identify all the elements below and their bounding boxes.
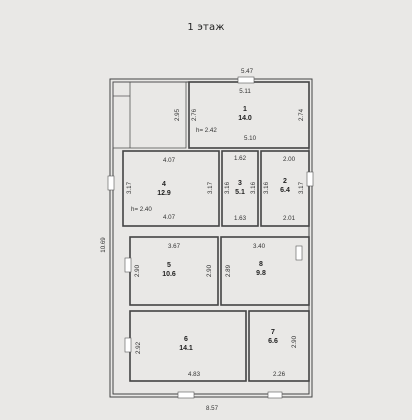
room-2-number: 2 (283, 178, 287, 185)
room-4-top-dim: 4.07 (163, 157, 176, 164)
floor-title: 1 этаж (187, 22, 225, 33)
window-1 (237, 76, 255, 84)
room-3-right-dim: 3.16 (250, 181, 257, 194)
room-2-bottom-dim: 2.01 (283, 215, 296, 222)
room-8-top-dim: 3.40 (253, 243, 266, 250)
room-7-bottom-dim: 2.26 (273, 371, 286, 378)
room-4-area: 12.9 (157, 190, 171, 197)
room-4-bottom-dim: 4.07 (163, 214, 176, 221)
room-4-right-dim: 3.17 (207, 181, 214, 194)
window-4 (124, 257, 132, 273)
window-6 (177, 391, 195, 399)
windows (107, 76, 314, 399)
room-8-left-dim: 2.89 (225, 264, 232, 277)
room-5-left-dim: 2.90 (134, 264, 141, 277)
room-2-top-dim: 2.00 (283, 156, 296, 163)
room-3-left-dim: 3.16 (224, 181, 231, 194)
room-3-area: 5.1 (235, 189, 245, 196)
room-7-right-dim: 2.90 (291, 335, 298, 348)
room-7-walls (248, 310, 310, 382)
room-1-area: 14.0 (238, 115, 252, 122)
room-5-right-dim: 2.90 (206, 264, 213, 277)
room-1-top-dim: 5.11 (239, 88, 251, 95)
window-7 (267, 391, 283, 399)
porch (112, 81, 187, 149)
room-6-bottom-dim: 4.83 (188, 371, 201, 378)
window-8 (295, 245, 303, 261)
room-4-walls (122, 150, 220, 227)
room-3-top-dim: 1.62 (234, 155, 247, 162)
room-1-bottom-dim: 5.10 (244, 135, 257, 142)
room-2-walls (260, 150, 310, 227)
room-4-number: 4 (162, 181, 166, 188)
room-5-number: 5 (167, 262, 171, 269)
outer-left-height: 10.69 (100, 237, 107, 253)
room-3-bottom-dim: 1.63 (234, 215, 247, 222)
room-8-area: 9.8 (256, 270, 266, 277)
room-8-number: 8 (259, 261, 263, 268)
outer-top-width: 5.47 (241, 68, 254, 75)
window-5 (124, 337, 132, 353)
room-1-right-dim: 2.74 (298, 108, 305, 121)
room-4-left-dim: 3.17 (126, 181, 133, 194)
window-2 (306, 171, 314, 187)
room-3-walls (221, 150, 259, 227)
porch-height-dim: 2.95 (174, 108, 181, 121)
outer-bottom-width: 8.57 (206, 405, 219, 412)
room-6-number: 6 (184, 336, 188, 343)
room-1-number: 1 (243, 106, 247, 113)
room-5-top-dim: 3.67 (168, 243, 181, 250)
ceiling-height-porch: h= 2.42 (196, 127, 217, 134)
room-1-left-dim: 2.76 (191, 108, 198, 121)
room-2-left-dim: 3.16 (263, 181, 270, 194)
room-3-number: 3 (238, 180, 242, 187)
window-3 (107, 175, 115, 191)
room-6-left-dim: 2.92 (135, 341, 142, 354)
room-8-walls (220, 236, 310, 306)
room-2-area: 6.4 (280, 187, 290, 194)
room-2-right-dim: 3.17 (298, 181, 305, 194)
ceiling-height-main: h= 2.40 (131, 206, 152, 213)
room-5-area: 10.6 (162, 271, 176, 278)
room-7-number: 7 (271, 329, 275, 336)
room-7-area: 6.6 (268, 338, 278, 345)
room-6-area: 14.1 (179, 345, 193, 352)
